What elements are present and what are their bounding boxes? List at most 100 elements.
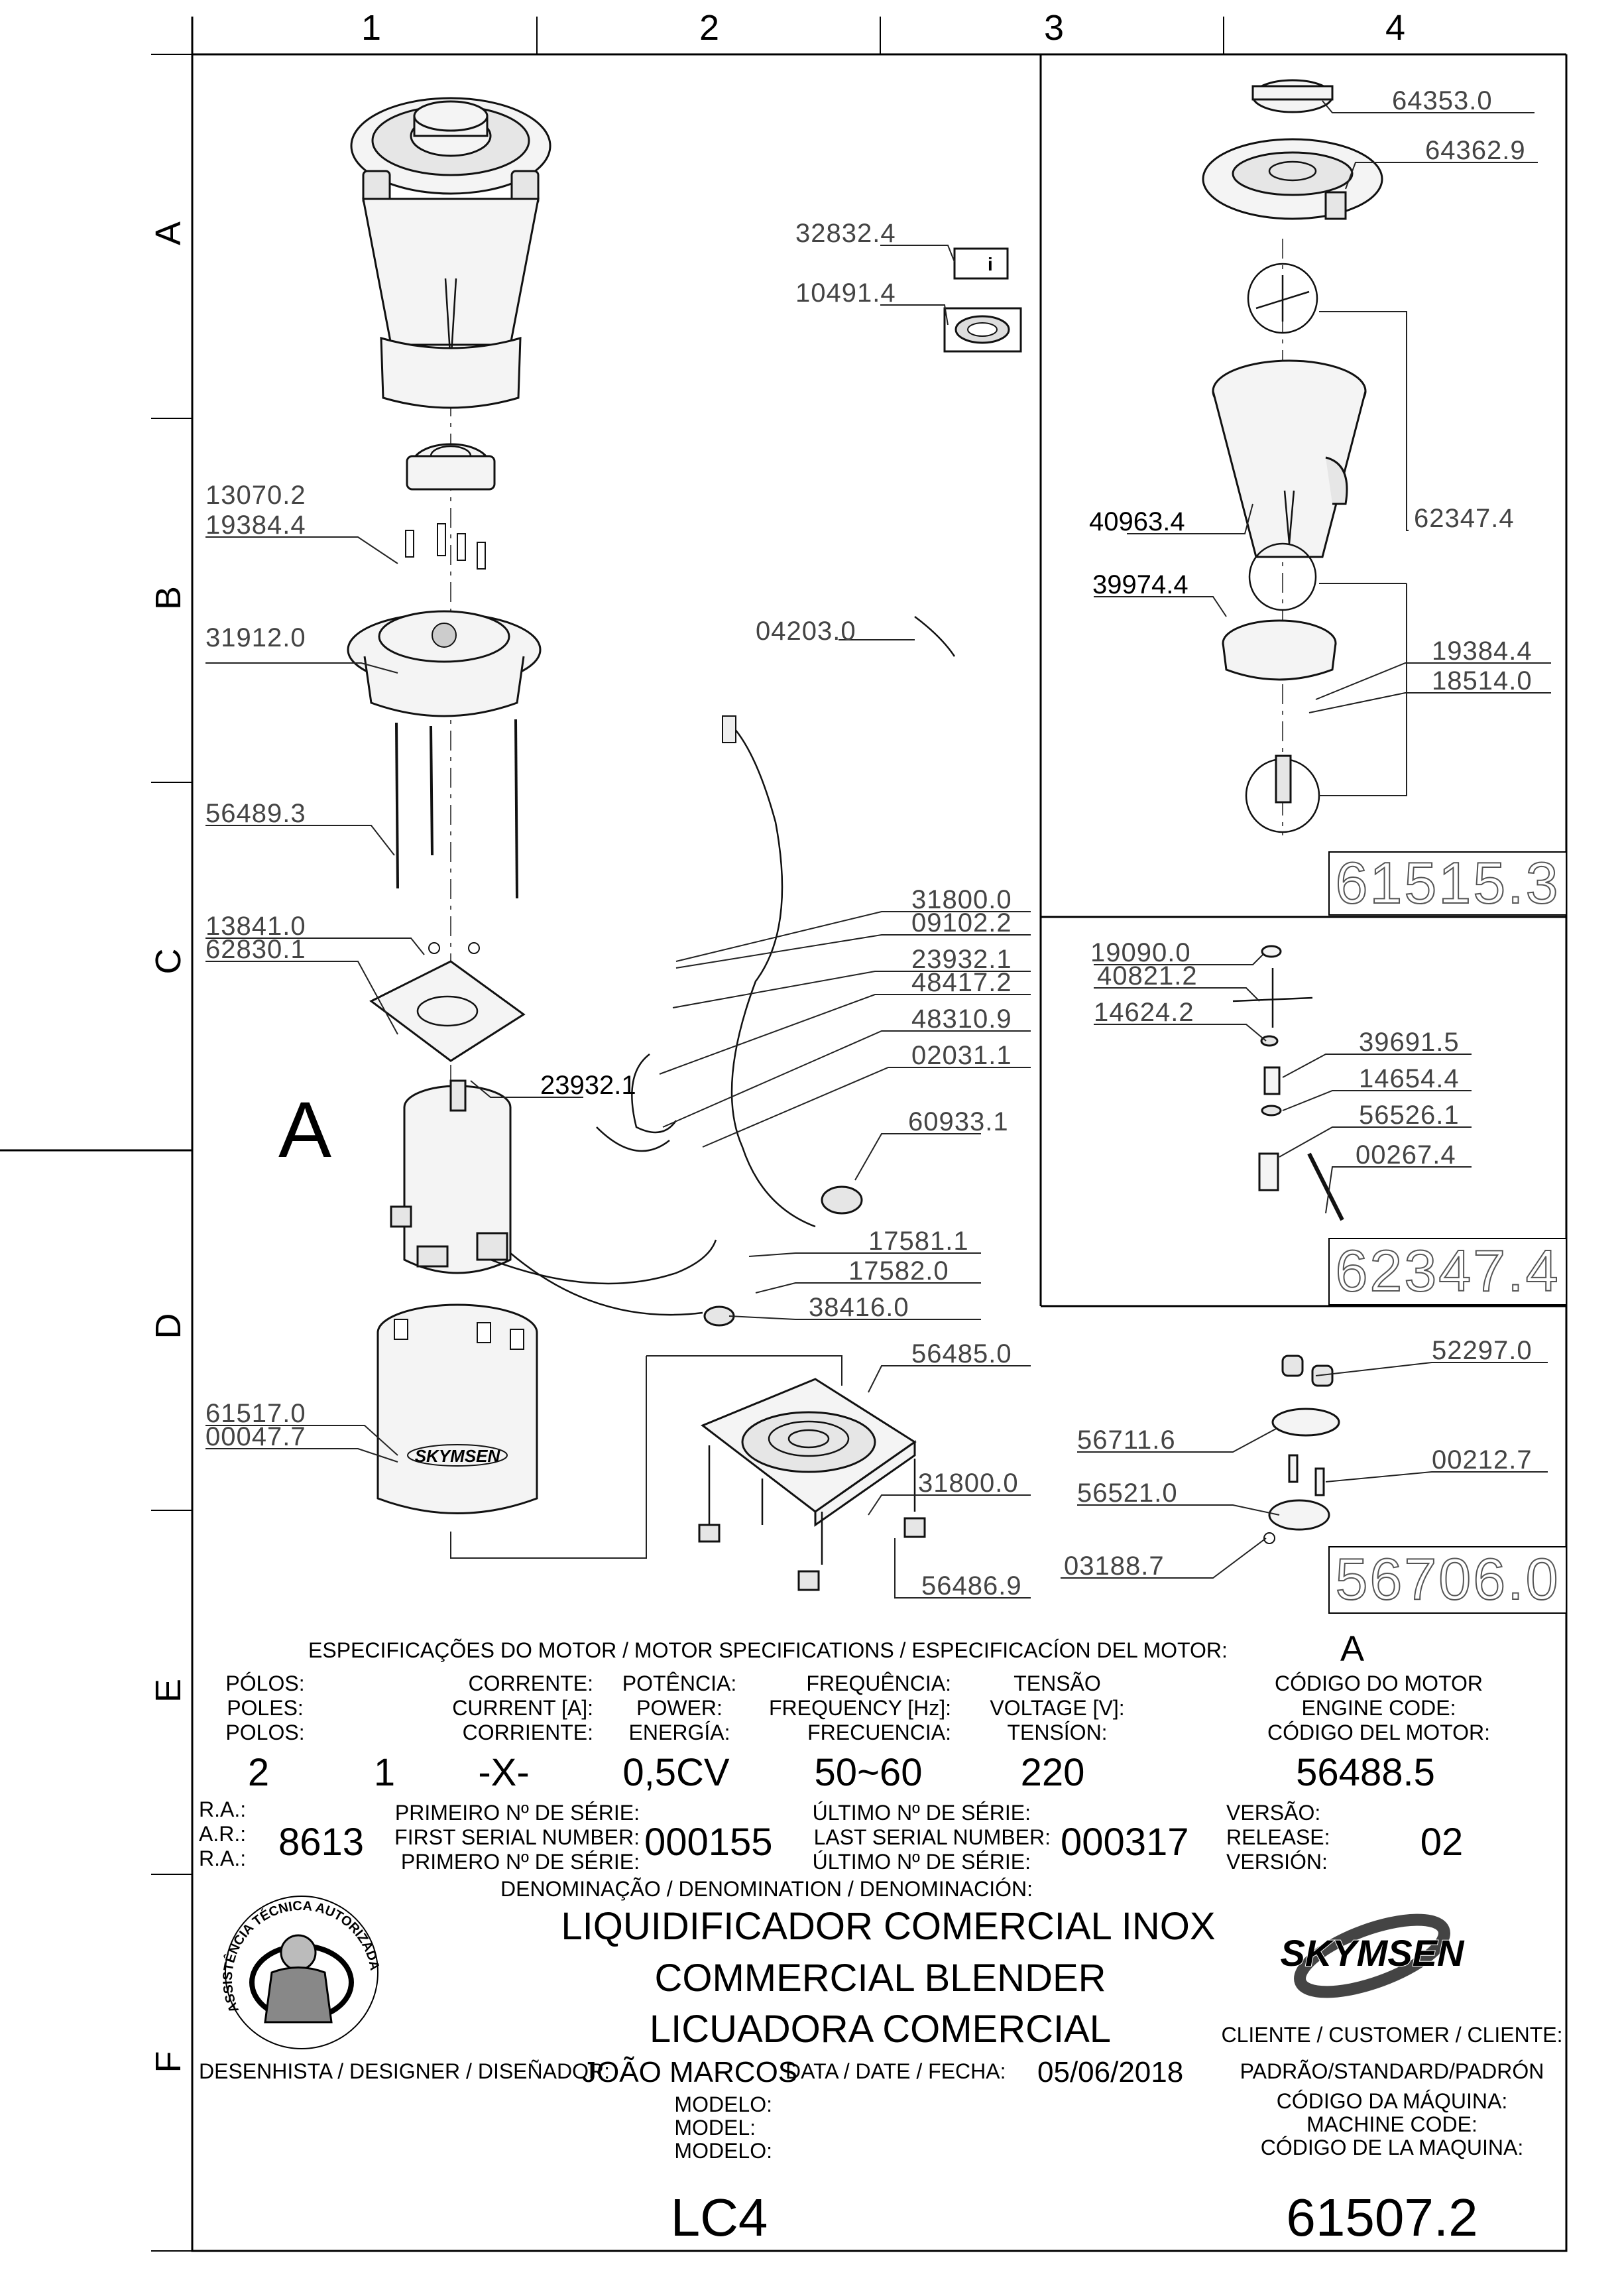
callout-32832: 32832.4 [795,219,896,248]
callout-64362: 64362.9 [1425,136,1526,165]
label-last-serial-en: LAST SERIAL NUMBER: [814,1825,1051,1849]
callout-23932-a: 23932.1 [911,945,1012,974]
subassembly-code-62347: 62347.4 [1335,1238,1560,1303]
subassembly-code-56706: 56706.0 [1335,1546,1560,1612]
machine-code-value: 61507.2 [1286,2188,1477,2247]
value-last-serial: 000317 [1061,1821,1189,1864]
callout-39691: 39691.5 [1359,1028,1460,1057]
name-pt: LIQUIDIFICADOR COMERCIAL INOX [561,1905,1215,1948]
callout-10491: 10491.4 [795,278,896,308]
machine-code-label-en: MACHINE CODE: [1306,2112,1477,2136]
leader-lines [205,100,1551,1599]
subassembly-panels: 61515.3 62347.4 56706.0 [1039,54,1567,1614]
callout-48310: 48310.9 [911,1004,1012,1034]
grid-col-2: 2 [699,8,719,48]
name-es: LICUADORA COMERCIAL [650,2008,1111,2051]
model-value: LC4 [671,2188,768,2247]
callout-23932-b: 23932.1 [540,1071,636,1100]
name-en: COMMERCIAL BLENDER [654,1957,1106,2000]
brand-logo: SKYMSEN [1280,1913,1466,1998]
grid-row-d: D [148,1313,188,1339]
customer-label: CLIENTE / CUSTOMER / CLIENTE: [1221,2023,1562,2047]
label-ra-1: R.A.: [199,1797,246,1821]
motor-spec-block: ESPECIFICAÇÕES DO MOTOR / MOTOR SPECIFIC… [199,1629,1490,1874]
motor [390,1079,512,1274]
callout-19384-b: 19384.4 [1432,636,1533,666]
label-last-serial-pt: ÚLTIMO Nº DE SÉRIE: [813,1801,1031,1825]
callout-31800-a: 31800.0 [911,885,1012,914]
label-code-pt: CÓDIGO DO MOTOR [1275,1671,1483,1695]
label-volt-es: TENSÍON: [1007,1721,1107,1744]
authorized-service-seal: ASSISTÊNCIA TÉCNICA AUTORIZADA [221,1896,382,2049]
callout-40963: 40963.4 [1089,507,1185,536]
callout-40821: 40821.2 [1097,961,1198,991]
label-version-es: VERSIÓN: [1226,1850,1328,1874]
callout-17581: 17581.1 [868,1227,969,1256]
grid-row-c: C [148,949,188,975]
label-power-es: ENERGÍA: [629,1721,730,1744]
value-ra: 8613 [278,1821,364,1864]
callout-04203: 04203.0 [756,617,856,646]
callout-56485: 56485.0 [911,1339,1012,1368]
callout-56486: 56486.9 [921,1571,1022,1601]
callout-38416: 38416.0 [809,1293,909,1322]
grid-row-b: B [148,586,188,610]
label-last-serial-es: ÚLTIMO Nº DE SÉRIE: [813,1850,1031,1874]
base-feet-assembly [698,1378,926,1591]
label-code-en: ENGINE CODE: [1302,1696,1456,1720]
callout-52297: 52297.0 [1432,1336,1533,1365]
denomination-label: DENOMINAÇÃO / DENOMINATION / DENOMINACIÓ… [500,1877,1033,1901]
callout-31800-b: 31800.0 [918,1469,1019,1498]
label-code-es: CÓDIGO DEL MOTOR: [1267,1721,1490,1744]
label-freq-en: FREQUENCY [Hz]: [769,1696,951,1720]
callout-56521: 56521.0 [1077,1479,1178,1508]
label-first-serial-pt: PRIMEIRO Nº DE SÉRIE: [395,1801,640,1825]
callout-64353: 64353.0 [1392,86,1493,115]
label-current-pt: CORRENTE: [469,1671,593,1695]
date-label: DATA / DATE / FECHA: [785,2059,1006,2083]
label-freq-pt: FREQUÊNCIA: [806,1671,951,1695]
callout-18514: 18514.0 [1432,666,1533,695]
grid-row-f: F [148,2051,188,2073]
subassembly-code-61515: 61515.3 [1335,850,1560,916]
cup-subassembly [1202,79,1383,835]
power-cord-and-wiring [490,616,956,1327]
brand-logo-text: SKYMSEN [1281,1932,1465,1974]
spec-motor-id: A [1340,1629,1364,1669]
blender-cup-assembly [350,97,551,1101]
coupling-subassembly [1263,1355,1340,1544]
grid-col-4: 4 [1385,8,1405,48]
machine-code-label-pt: CÓDIGO DA MÁQUINA: [1277,2089,1507,2113]
callout-13841: 13841.0 [205,912,306,941]
label-poles-pt: PÓLOS: [225,1671,304,1695]
callout-31912: 31912.0 [205,623,306,652]
callout-56526: 56526.1 [1359,1101,1460,1130]
designer-name: JOÃO MARCOS [582,2055,797,2088]
motor-mount-plate [369,942,526,1062]
callout-39974: 39974.4 [1092,570,1188,599]
label-volt-pt: TENSÃO [1014,1671,1101,1695]
callout-56489: 56489.3 [205,799,306,828]
label-version-en: RELEASE: [1226,1825,1330,1849]
value-poles-2: 1 [374,1751,395,1794]
model-label-es: MODELO: [674,2139,772,2163]
model-label-pt: MODELO: [674,2092,772,2116]
grid-row-e: E [148,1679,188,1703]
value-poles-1: 2 [248,1751,269,1794]
callout-62347: 62347.4 [1414,504,1515,533]
callout-00212: 00212.7 [1432,1445,1533,1475]
callout-14624: 14624.2 [1094,998,1194,1027]
label-volt-en: VOLTAGE [V]: [990,1696,1124,1720]
label-version-pt: VERSÃO: [1226,1801,1320,1825]
spec-heading: ESPECIFICAÇÕES DO MOTOR / MOTOR SPECIFIC… [308,1638,1228,1662]
grid-col-1: 1 [361,8,381,48]
grid-col-3: 3 [1044,8,1064,48]
callout-19384-a: 19384.4 [205,511,306,540]
callout-61517: 61517.0 [205,1399,306,1428]
callout-14654: 14654.4 [1359,1064,1460,1093]
drawing-frame [0,17,1568,2252]
callout-60933: 60933.1 [908,1107,1009,1136]
label-freq-es: FRECUENCIA: [807,1721,951,1744]
value-version: 02 [1420,1821,1464,1864]
